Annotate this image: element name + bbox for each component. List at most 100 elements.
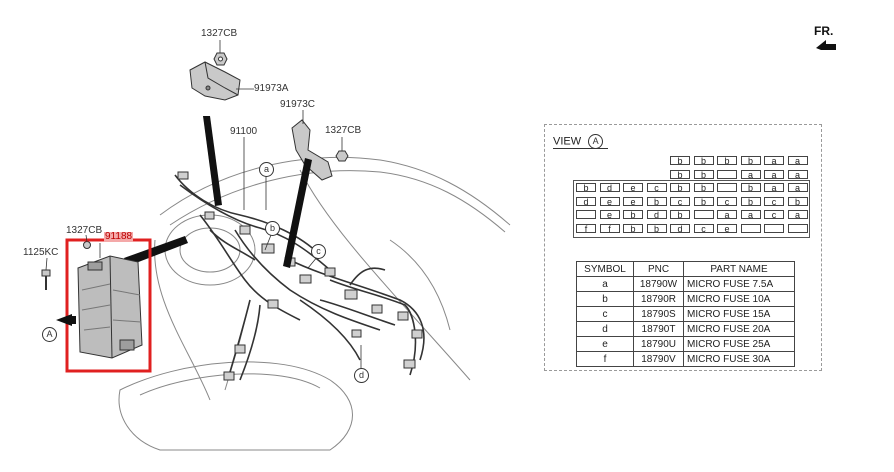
- fuse-slot: c: [717, 196, 737, 206]
- callout-91100: 91100: [230, 126, 258, 137]
- fuse-slot: d: [599, 183, 620, 193]
- callout-1125kc: 1125KC: [23, 247, 59, 258]
- fuse-slot: d: [646, 210, 667, 220]
- fuse-slot: b: [693, 156, 714, 166]
- fuse-slot: a: [764, 169, 784, 179]
- table-cell-symbol: e: [576, 336, 634, 352]
- table-header-pnc: PNC: [633, 261, 684, 277]
- bolt-top-part: [213, 52, 228, 66]
- fuse-slot: [693, 210, 714, 219]
- main-wiring-harness: [174, 174, 425, 381]
- fuse-slot: f: [599, 223, 620, 233]
- fuse-slot: d: [576, 196, 596, 206]
- fuse-slot: b: [576, 183, 596, 193]
- fuse-slot: [740, 223, 761, 233]
- bracket-91973a-part: [189, 61, 241, 101]
- fuse-slot: b: [740, 196, 761, 206]
- fuse-slot: a: [787, 156, 808, 166]
- fuse-slot: d: [670, 223, 690, 233]
- bracket-91973c-part: [291, 119, 333, 181]
- view-title-ref: A: [588, 134, 604, 149]
- view-a-marker: A: [42, 327, 57, 342]
- fuse-slot: [576, 210, 596, 219]
- callout-91188: 91188: [104, 231, 134, 242]
- fuse-slot: b: [646, 223, 667, 233]
- table-cell-symbol: b: [576, 291, 634, 307]
- table-cell-part-name: MICRO FUSE 30A: [683, 351, 795, 367]
- fuse-slot: e: [623, 183, 643, 193]
- view-title-underline: [553, 148, 608, 149]
- table-row: e 18790U MICRO FUSE 25A: [576, 336, 795, 352]
- table-cell-pnc: 18790T: [633, 321, 684, 337]
- table-row: a 18790W MICRO FUSE 7.5A: [576, 276, 795, 292]
- fuse-slot: e: [599, 196, 620, 206]
- fuse-slot: a: [740, 210, 761, 220]
- table-cell-pnc: 18790S: [633, 306, 684, 322]
- table-header-symbol: SYMBOL: [576, 261, 634, 277]
- callout-91973a: 91973A: [254, 83, 289, 94]
- table-row: f 18790V MICRO FUSE 30A: [576, 351, 795, 367]
- table-cell-symbol: f: [576, 351, 634, 367]
- fuse-slot: c: [764, 210, 784, 220]
- fuse-slot: [764, 223, 784, 233]
- marker-b: b: [265, 221, 280, 236]
- bolt-right-part: [335, 150, 349, 162]
- fuse-slot: a: [764, 183, 784, 193]
- callout-1327cb-right: 1327CB: [325, 125, 362, 136]
- junction-box-part: [65, 238, 152, 373]
- fuse-slot: b: [717, 156, 737, 166]
- fuse-slot: b: [693, 169, 714, 179]
- bolt-left-part: [83, 241, 91, 249]
- fuse-slot: f: [576, 223, 596, 233]
- fuse-slot: e: [623, 196, 643, 206]
- fuse-slot: e: [717, 223, 737, 233]
- view-a-arrow: [56, 314, 76, 326]
- fuse-slot: a: [787, 183, 808, 193]
- fuse-slot: a: [717, 210, 737, 220]
- table-cell-part-name: MICRO FUSE 25A: [683, 336, 795, 352]
- fuse-slot: b: [670, 156, 690, 166]
- fuse-slot: e: [599, 210, 620, 220]
- fuse-slot: [787, 223, 808, 233]
- marker-c: c: [311, 244, 326, 259]
- table-cell-symbol: d: [576, 321, 634, 337]
- fuse-legend-table: SYMBOL PNC PART NAME a 18790W MICRO FUSE…: [576, 261, 795, 367]
- fuse-slot: b: [740, 156, 761, 166]
- fuse-slot: a: [787, 169, 808, 179]
- front-direction-arrow-icon: [816, 40, 836, 50]
- table-cell-pnc: 18790U: [633, 336, 684, 352]
- callout-1327cb-left: 1327CB: [66, 225, 103, 236]
- fuse-slot: b: [646, 196, 667, 206]
- fuse-layout-frame: [573, 180, 810, 238]
- fuse-slot: b: [623, 223, 643, 233]
- fuse-slot: a: [740, 169, 761, 179]
- leader-arrows: [124, 116, 312, 268]
- fuse-slot: c: [764, 196, 784, 206]
- table-row: c 18790S MICRO FUSE 15A: [576, 306, 795, 322]
- view-title: VIEW A: [553, 134, 604, 149]
- callout-1327cb-top: 1327CB: [201, 28, 238, 39]
- front-direction-label: FR.: [814, 24, 834, 38]
- table-row: d 18790T MICRO FUSE 20A: [576, 321, 795, 337]
- fuse-slot: a: [787, 210, 808, 220]
- callout-91973c: 91973C: [280, 99, 316, 110]
- table-cell-part-name: MICRO FUSE 10A: [683, 291, 795, 307]
- table-cell-symbol: a: [576, 276, 634, 292]
- marker-d: d: [354, 368, 369, 383]
- fuse-slot: c: [670, 196, 690, 206]
- fuse-slot: b: [693, 183, 714, 193]
- table-cell-part-name: MICRO FUSE 7.5A: [683, 276, 795, 292]
- table-header-part-name: PART NAME: [683, 261, 795, 277]
- fuse-slot: b: [693, 196, 714, 206]
- table-cell-symbol: c: [576, 306, 634, 322]
- fuse-slot: b: [787, 196, 808, 206]
- table-cell-part-name: MICRO FUSE 15A: [683, 306, 795, 322]
- table-row: b 18790R MICRO FUSE 10A: [576, 291, 795, 307]
- view-title-text: VIEW: [553, 135, 582, 148]
- fuse-slot: a: [764, 156, 784, 166]
- fuse-slot: b: [740, 183, 761, 193]
- fuse-slot: b: [670, 169, 690, 179]
- fuse-slot: [717, 183, 737, 192]
